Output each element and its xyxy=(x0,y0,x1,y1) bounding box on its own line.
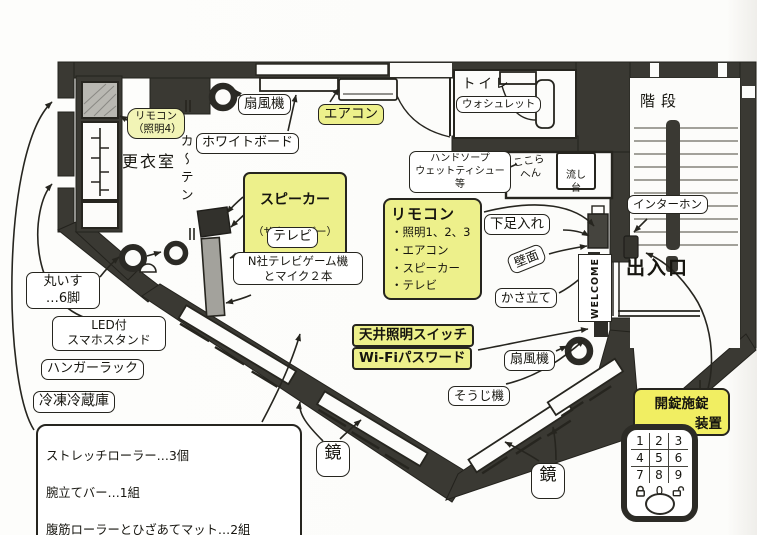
stool-half xyxy=(139,263,157,273)
round-stool xyxy=(119,244,147,272)
intercom-label: インターホン xyxy=(627,195,708,214)
fridge-freezer-label: 冷凍冷蔵庫 xyxy=(33,391,115,413)
fan-top-circle xyxy=(208,82,238,112)
hanger-rack-label: ハンガーラック xyxy=(41,359,145,380)
welcome-mat-text: WELCOME xyxy=(589,257,601,319)
unlocked-padlock-icon xyxy=(669,483,688,499)
sink-label: 流し台 xyxy=(556,152,596,194)
soundbar-speaker xyxy=(196,206,232,238)
speaker-title: スピーカー xyxy=(260,191,330,208)
keypad-digit: 4 xyxy=(631,450,650,467)
top-fixtures xyxy=(208,63,398,112)
keypad-digit: 1 xyxy=(631,433,650,450)
wall-openings xyxy=(390,63,755,98)
equipment-list: ストレッチローラー…3個 腕立てバー…1組 腹筋ローラーとひざあてマット…2組 xyxy=(36,424,302,535)
equipment-item: 腹筋ローラーとひざあてマット…2組 xyxy=(46,523,251,535)
mirror-left-label: 鏡 xyxy=(316,441,350,477)
equipment-item: ストレッチローラー…3個 xyxy=(46,449,190,464)
fan-top-label: 扇風機 xyxy=(238,94,291,116)
tv-label: テレビ xyxy=(267,227,319,248)
keypad-digit: 8 xyxy=(650,467,669,483)
remote-panel-item: ・テレビ xyxy=(391,278,437,293)
mirror-panels xyxy=(177,304,625,475)
equipment-item: 腕立てバー…1組 xyxy=(46,486,140,501)
entrance-label: 出入口 xyxy=(626,257,690,279)
mirror-right-label: 鏡 xyxy=(531,463,565,499)
curtain-rail-ticks xyxy=(185,100,195,240)
furniture xyxy=(119,206,594,366)
keypad-digit-zero: 0 xyxy=(655,484,664,498)
keypad-digit: 6 xyxy=(669,450,688,467)
toilet-tank xyxy=(499,71,537,85)
stairs-label: 階段 xyxy=(640,92,683,110)
umbrella-stand-label: かさ立て xyxy=(495,288,558,308)
remote-panel-item: ・スピーカー xyxy=(391,260,460,275)
aircon-label: エアコン xyxy=(318,104,384,126)
intercom-unit xyxy=(623,235,639,259)
toilet-label: トイレ xyxy=(462,76,512,92)
remote-panel-title: リモコン xyxy=(391,205,456,223)
keypad-digit: 7 xyxy=(631,467,650,483)
keypad-digit: 9 xyxy=(674,468,683,482)
game-console-label: N社テレビゲーム機 とマイク２本 xyxy=(233,252,363,286)
ceiling-light-switch-label: 天井照明スイッチ xyxy=(352,324,474,348)
tv-screen xyxy=(200,236,226,318)
keypad-digit: 5 xyxy=(650,450,669,467)
handsoap-label: ハンドソープ ウェットティシュー等 xyxy=(409,151,511,194)
whiteboard-label: ホワイトボード xyxy=(196,133,300,154)
round-stool xyxy=(163,240,189,266)
whiteboard-board xyxy=(259,77,339,92)
stools-label: 丸いす …6脚 xyxy=(26,272,100,310)
led-smartphone-stand-label: LED付 スマホスタンド xyxy=(52,316,166,351)
shoe-rack-label: 下足入れ xyxy=(484,214,550,236)
wall-recess xyxy=(255,63,389,76)
keypad-digit: 3 xyxy=(669,433,688,450)
wall-switch-lower xyxy=(594,322,608,337)
stair-handrail xyxy=(666,120,680,250)
curtain-label: カ〜テン xyxy=(177,134,193,206)
locked-padlock-icon xyxy=(631,483,650,499)
vacuum-label: そうじ機 xyxy=(448,386,511,406)
entrance-door-leaf xyxy=(612,262,620,316)
toilet-door-swing-arc xyxy=(391,79,451,138)
entrance-threshold xyxy=(618,310,700,317)
wifi-password-label: Wi-Fiパスワード xyxy=(352,347,473,371)
remote-control-panel-label: リモコン ・照明1、2、3 ・エアコン ・スピーカー ・テレビ xyxy=(383,198,482,301)
around-here-label: ここら へん xyxy=(512,152,546,182)
closet xyxy=(81,81,195,240)
door-lock-keypad: 1 2 3 4 5 6 7 8 9 0 xyxy=(621,424,698,522)
remote-panel-item: ・エアコン xyxy=(391,242,449,257)
fan-bottom-label: 扇風機 xyxy=(504,350,556,371)
keypad-digit: 2 xyxy=(650,433,669,450)
wall-mounted-unit xyxy=(587,213,609,249)
keypad-handle-circle xyxy=(644,493,675,515)
remote-lighting4-label: リモコン （照明4） xyxy=(127,108,185,139)
aircon-unit xyxy=(338,78,398,101)
changing-room-label: 更衣室 xyxy=(122,152,177,171)
remote-panel-item: ・照明1、2、3 xyxy=(391,225,471,239)
coat-hooks-icon xyxy=(91,128,109,196)
welcome-mat: WELCOME xyxy=(578,254,612,322)
washlet-label: ウォシュレット xyxy=(456,96,542,114)
